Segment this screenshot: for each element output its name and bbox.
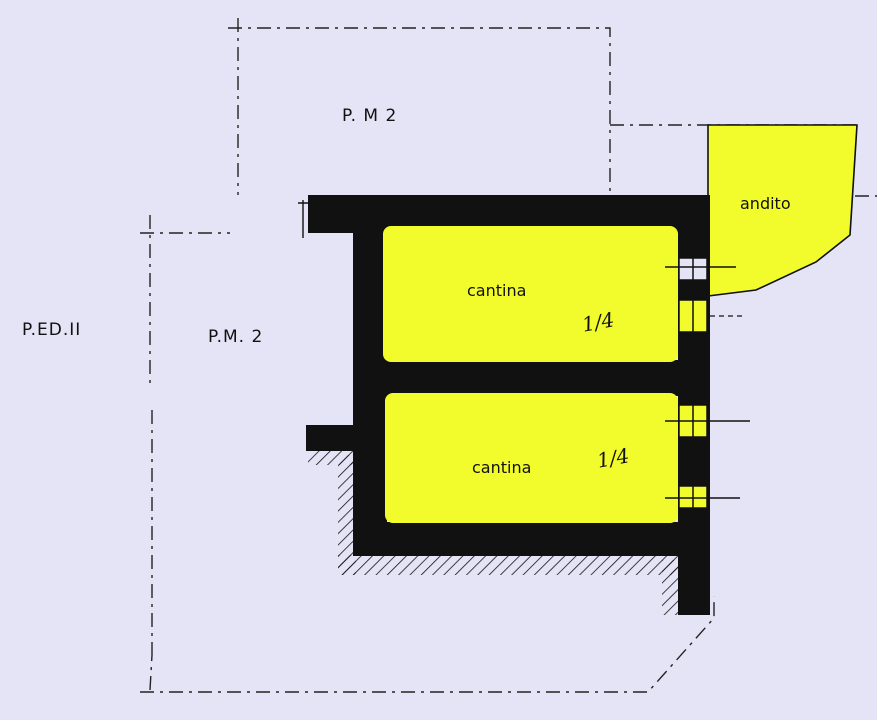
area-label-pm2-left: P.M. 2 bbox=[208, 327, 264, 347]
area-label-ped11: P.ED.II bbox=[22, 320, 82, 340]
room-label-andito: andito bbox=[740, 194, 791, 213]
windows bbox=[665, 257, 750, 509]
area-label-pm2-top: P. M 2 bbox=[342, 106, 398, 126]
cantina-lower-fill bbox=[385, 393, 678, 523]
room-label-cantina-upper: cantina bbox=[467, 281, 527, 300]
room-label-cantina-lower: cantina bbox=[472, 458, 532, 477]
cantina-upper-fill bbox=[383, 226, 678, 362]
